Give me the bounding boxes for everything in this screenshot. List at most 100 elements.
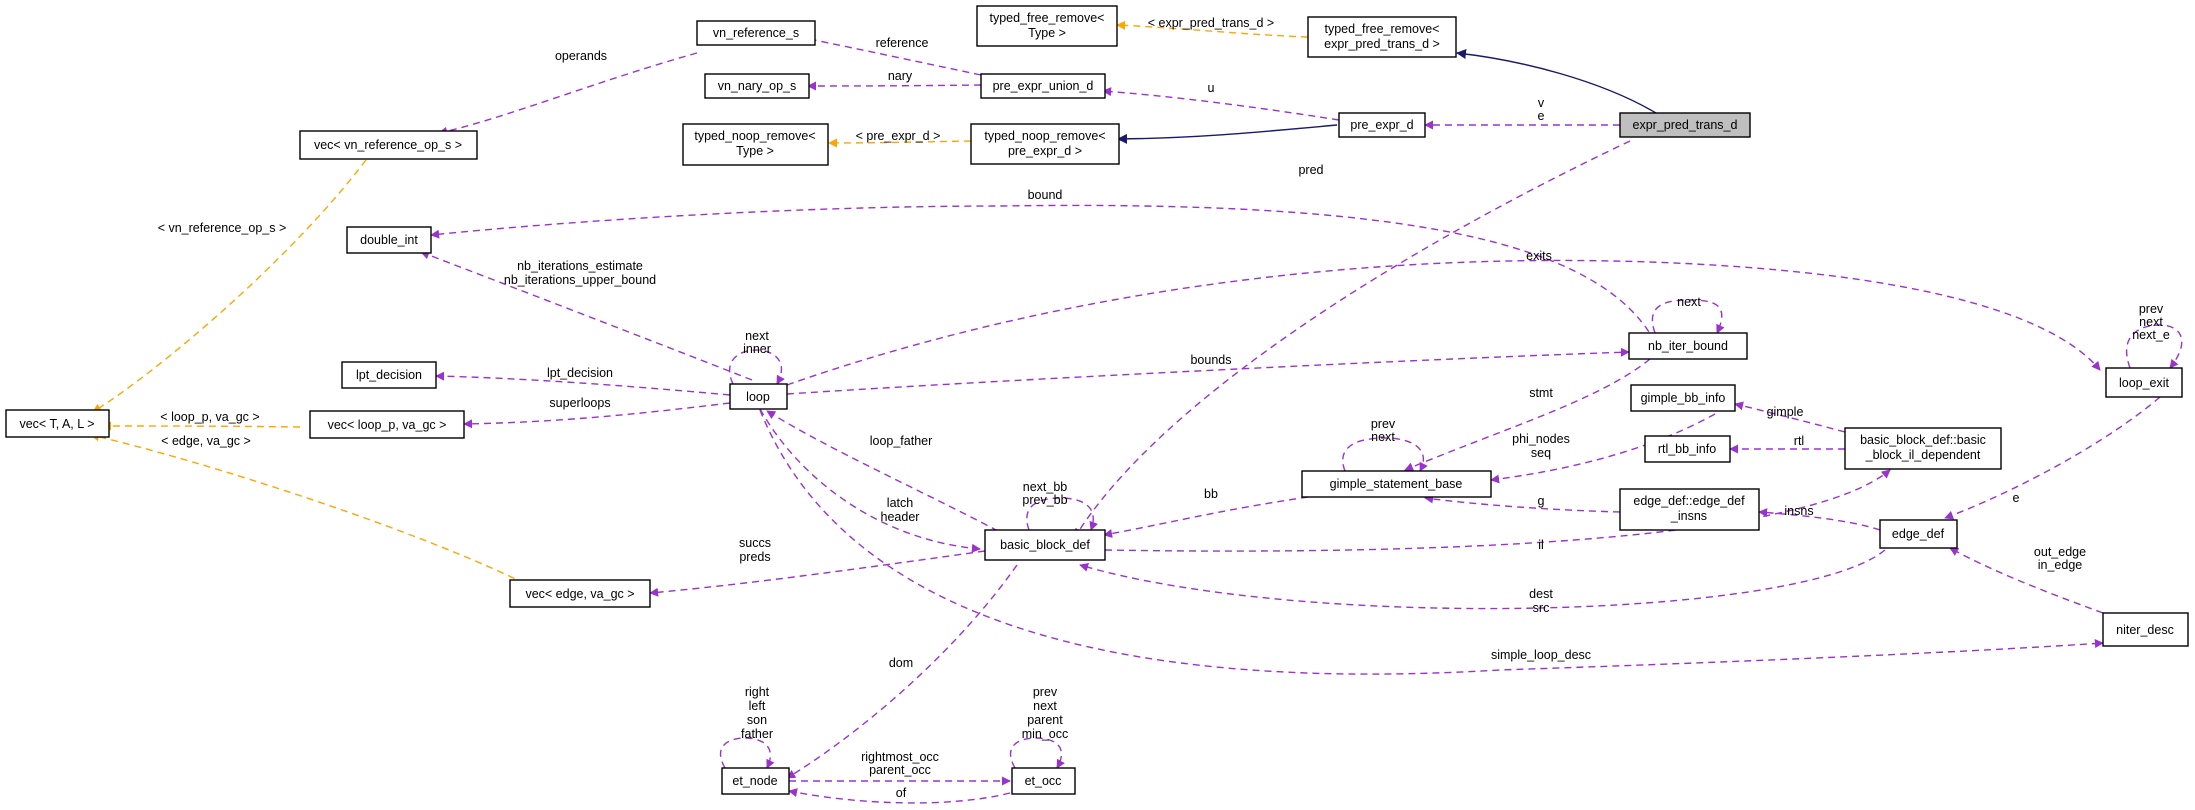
svg-text:typed_free_remove<expr_pred_tr: typed_free_remove<expr_pred_trans_d > — [1324, 22, 1440, 51]
edge-gimple — [1734, 401, 1846, 433]
node-typed-free-remove-type[interactable]: typed_free_remove<Type > — [976, 5, 1118, 47]
svg-text:pre_expr_d: pre_expr_d — [1350, 118, 1413, 132]
edge-next-inner — [729, 349, 785, 385]
svg-text:pre_expr_union_d: pre_expr_union_d — [993, 79, 1094, 93]
node-lpt-decision[interactable]: lpt_decision — [341, 361, 437, 389]
svg-text:vec< edge, va_gc >: vec< edge, va_gc > — [525, 587, 634, 601]
edge-inherit-typed-free-remove — [1456, 49, 1657, 114]
node-edge-def-insns[interactable]: edge_def::edge_def_insns — [1619, 488, 1760, 531]
node-typed-free-remove-expr[interactable]: typed_free_remove<expr_pred_trans_d > — [1307, 16, 1457, 58]
svg-text:vec< T, A, L >: vec< T, A, L > — [19, 417, 94, 431]
label-nary: nary — [888, 69, 913, 83]
svg-text:et_node: et_node — [732, 774, 777, 788]
edge-stmt — [1404, 358, 1651, 472]
label-rtl: rtl — [1794, 434, 1804, 448]
node-nb-iter-bound[interactable]: nb_iter_bound — [1628, 332, 1748, 360]
node-typed-noop-remove-pre[interactable]: typed_noop_remove<pre_expr_d > — [970, 123, 1120, 165]
edge-next-nb-iter — [1651, 299, 1725, 334]
label-next-nb-iter: next — [1677, 295, 1701, 309]
edge-u — [1102, 87, 1340, 121]
label-pre-expr-d-template: < pre_expr_d > — [856, 129, 941, 143]
edge-il — [1104, 469, 1891, 552]
edge-insns — [1758, 508, 1881, 531]
node-et-occ[interactable]: et_occ — [1011, 767, 1076, 795]
label-e: e — [2013, 491, 2020, 505]
label-expr-pred-trans-d-template: < expr_pred_trans_d > — [1148, 16, 1274, 30]
node-vec-edge[interactable]: vec< edge, va_gc > — [509, 579, 651, 608]
node-vec-loop-p[interactable]: vec< loop_p, va_gc > — [309, 410, 465, 439]
edge-dom — [786, 564, 1018, 779]
node-vec-t-a-l[interactable]: vec< T, A, L > — [5, 409, 110, 438]
label-stmt: stmt — [1529, 386, 1553, 400]
node-edge-def[interactable]: edge_def — [1879, 519, 1958, 549]
label-simple-loop-desc: simple_loop_desc — [1491, 648, 1591, 662]
edge-template-free-remove — [1116, 20, 1309, 38]
edge-template-edge — [90, 432, 537, 590]
edge-latch-header — [759, 408, 981, 553]
node-vn-reference-s[interactable]: vn_reference_s — [696, 20, 816, 46]
nodes: expr_pred_trans_d typed_free_remove<expr… — [5, 5, 2189, 795]
svg-text:vec< vn_reference_op_s >: vec< vn_reference_op_s > — [314, 138, 462, 152]
node-expr-pred-trans-d[interactable]: expr_pred_trans_d — [1619, 112, 1751, 138]
svg-text:vec< loop_p, va_gc >: vec< loop_p, va_gc > — [328, 418, 447, 432]
edge-gsb-self — [1342, 437, 1428, 472]
label-bound: bound — [1028, 188, 1063, 202]
node-loop-exit[interactable]: loop_exit — [2105, 367, 2183, 398]
node-gimple-statement-base[interactable]: gimple_statement_base — [1301, 470, 1492, 498]
edge-loop-father — [766, 410, 999, 532]
node-basic-block-il-dependent[interactable]: basic_block_def::basic_block_il_dependen… — [1844, 427, 2002, 470]
label-vn-reference-op-template: < vn_reference_op_s > — [158, 221, 287, 235]
edge-reference — [788, 32, 982, 76]
edge-et-occ-self — [1009, 737, 1065, 769]
label-edge-template: < edge, va_gc > — [161, 434, 251, 448]
node-loop[interactable]: loop — [729, 383, 788, 410]
edge-dest-src — [1079, 549, 1886, 610]
svg-text:vn_nary_op_s: vn_nary_op_s — [718, 79, 797, 93]
svg-text:rtl_bb_info: rtl_bb_info — [1658, 442, 1716, 456]
edge-nary — [807, 81, 982, 91]
edge-next-bb-prev-bb — [1026, 497, 1098, 531]
label-dom: dom — [889, 656, 913, 670]
node-basic-block-def[interactable]: basic_block_def — [984, 529, 1106, 561]
node-vec-vn-reference-op-s[interactable]: vec< vn_reference_op_s > — [299, 130, 478, 160]
node-pre-expr-union-d[interactable]: pre_expr_union_d — [980, 73, 1106, 99]
label-pred: pred — [1298, 163, 1323, 177]
node-niter-desc[interactable]: niter_desc — [2102, 612, 2189, 647]
edge-inherit-typed-noop-remove — [1117, 124, 1338, 144]
label-gimple: gimple — [1767, 405, 1804, 419]
label-lpt-decision: lpt_decision — [547, 366, 613, 380]
node-typed-noop-remove-type[interactable]: typed_noop_remove<Type > — [682, 123, 829, 166]
edge-phi-nodes-seq — [1490, 413, 1716, 484]
edge-loop-exit-self — [2125, 324, 2183, 369]
svg-text:loop: loop — [746, 390, 770, 404]
edge-et-node-self — [719, 737, 775, 769]
node-rtl-bb-info[interactable]: rtl_bb_info — [1644, 435, 1731, 463]
svg-text:lpt_decision: lpt_decision — [356, 368, 422, 382]
svg-text:basic_block_def: basic_block_def — [1000, 538, 1090, 552]
label-exits: exits — [1526, 249, 1552, 263]
label-reference: reference — [876, 36, 929, 50]
node-et-node[interactable]: et_node — [721, 767, 790, 795]
edge-e — [1944, 396, 2161, 520]
edge-superloops — [463, 402, 731, 429]
svg-text:double_int: double_int — [360, 233, 418, 247]
svg-text:vn_reference_s: vn_reference_s — [713, 26, 799, 40]
node-gimple-bb-info[interactable]: gimple_bb_info — [1630, 384, 1736, 412]
node-vn-nary-op-s[interactable]: vn_nary_op_s — [704, 73, 810, 99]
svg-text:expr_pred_trans_d: expr_pred_trans_d — [1633, 118, 1738, 132]
node-pre-expr-d[interactable]: pre_expr_d — [1338, 112, 1426, 138]
label-of: of — [896, 786, 907, 800]
label-loop-father: loop_father — [870, 434, 933, 448]
svg-text:et_occ: et_occ — [1025, 774, 1062, 788]
label-bounds: bounds — [1190, 353, 1231, 367]
node-double-int[interactable]: double_int — [346, 226, 432, 254]
